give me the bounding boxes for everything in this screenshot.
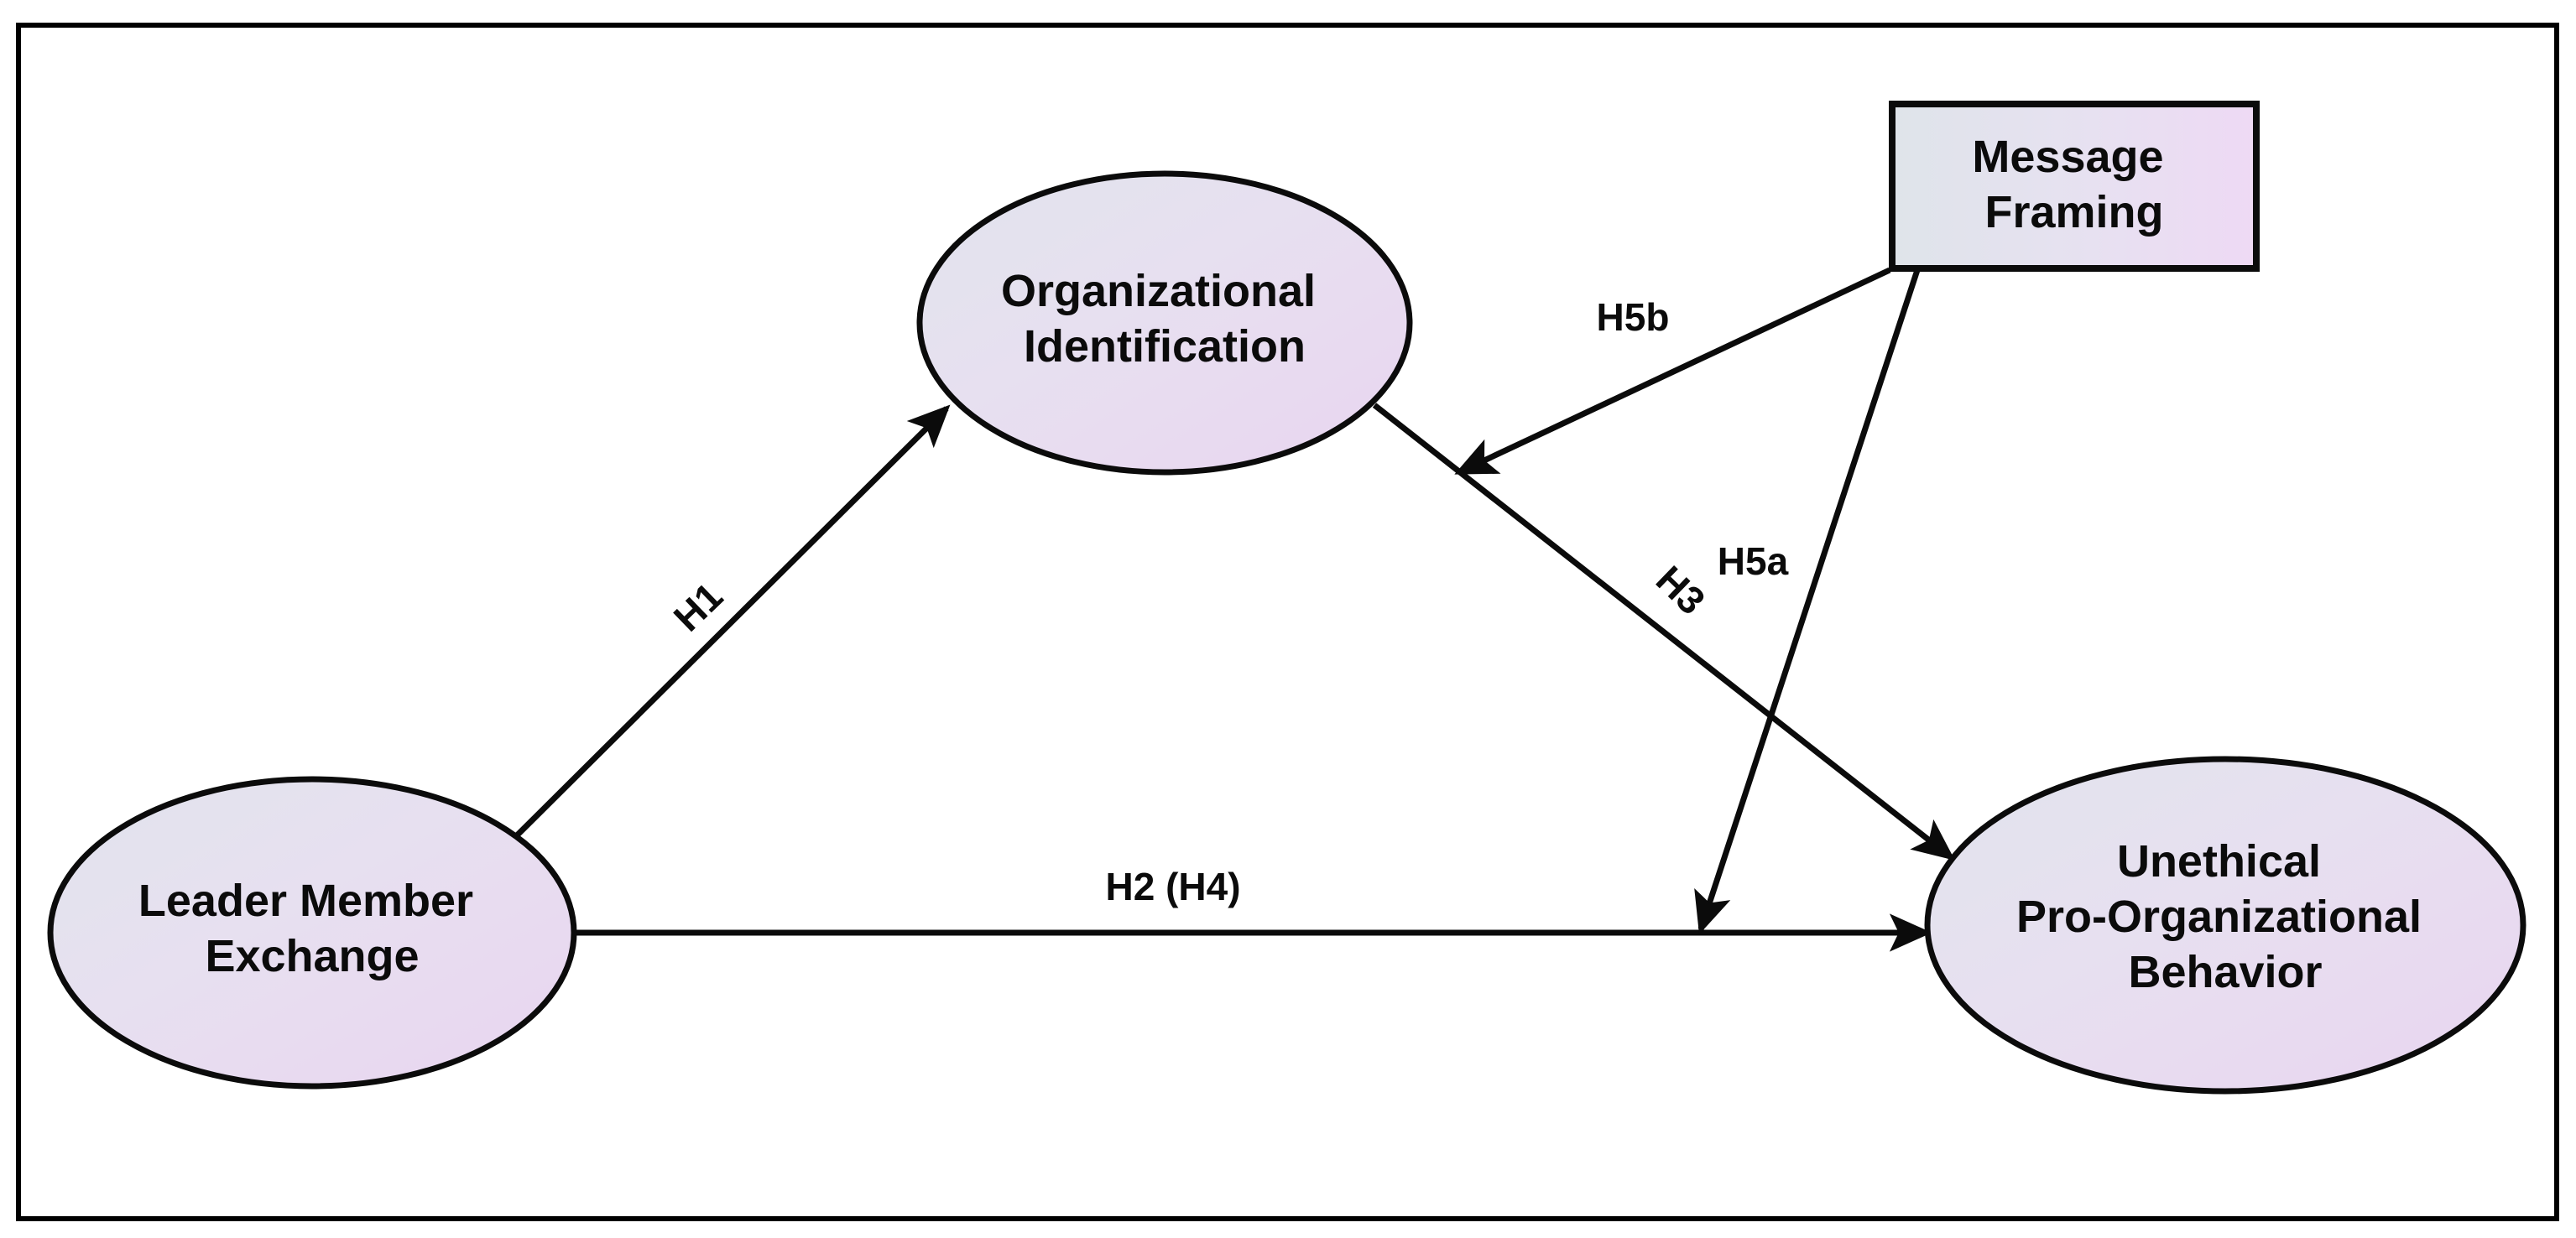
path-h1-line xyxy=(511,404,951,841)
node-mf-line-1: Message xyxy=(1972,132,2163,182)
node-leader-member-exchange-label: Leader Member Exchange xyxy=(138,876,486,981)
node-upb-line-1: Unethical xyxy=(2117,836,2321,887)
node-lmx-line-2: Exchange xyxy=(205,931,419,981)
path-h3-line xyxy=(1372,403,1955,861)
path-h5b: H5b xyxy=(1454,267,1891,476)
node-message-framing-label: Message Framing xyxy=(1972,132,2176,237)
node-upb-line-2: Pro-Organizational xyxy=(2016,892,2422,942)
node-message-framing[interactable]: Message Framing xyxy=(1889,101,2260,272)
path-h5a: H5a xyxy=(1694,268,1921,934)
node-oi-line-2: Identification xyxy=(1024,321,1306,372)
node-message-framing-shape[interactable] xyxy=(1889,101,2260,272)
node-organizational-identification-label: Organizational Identification xyxy=(1001,266,1328,372)
path-h5b-line xyxy=(1454,267,1891,476)
node-leader-member-exchange[interactable]: Leader Member Exchange xyxy=(47,776,577,1090)
path-h3-label: H3 xyxy=(1648,557,1713,622)
path-h2: H2 (H4) xyxy=(574,865,1932,952)
node-oi-line-1: Organizational xyxy=(1001,266,1316,316)
node-organizational-identification-shape[interactable] xyxy=(916,170,1413,476)
figure-border xyxy=(16,23,2559,1221)
node-leader-member-exchange-shape[interactable] xyxy=(47,776,577,1090)
path-h5b-label: H5b xyxy=(1597,295,1670,339)
path-h5a-label: H5a xyxy=(1718,539,1789,583)
node-mf-line-2: Framing xyxy=(1984,187,2163,237)
path-h2-label: H2 (H4) xyxy=(1105,865,1240,908)
node-upb-line-3: Behavior xyxy=(2128,947,2322,997)
path-h1: H1 xyxy=(511,404,951,841)
node-lmx-line-1: Leader Member xyxy=(138,876,473,926)
node-unethical-pro-organizational-behavior-shape[interactable] xyxy=(1924,756,2526,1095)
path-h5a-line xyxy=(1694,268,1921,934)
node-unethical-pro-organizational-behavior[interactable]: Unethical Pro-Organizational Behavior xyxy=(1924,756,2526,1095)
node-unethical-pro-organizational-behavior-label: Unethical Pro-Organizational Behavior xyxy=(2016,836,2434,997)
node-organizational-identification[interactable]: Organizational Identification xyxy=(916,170,1413,476)
